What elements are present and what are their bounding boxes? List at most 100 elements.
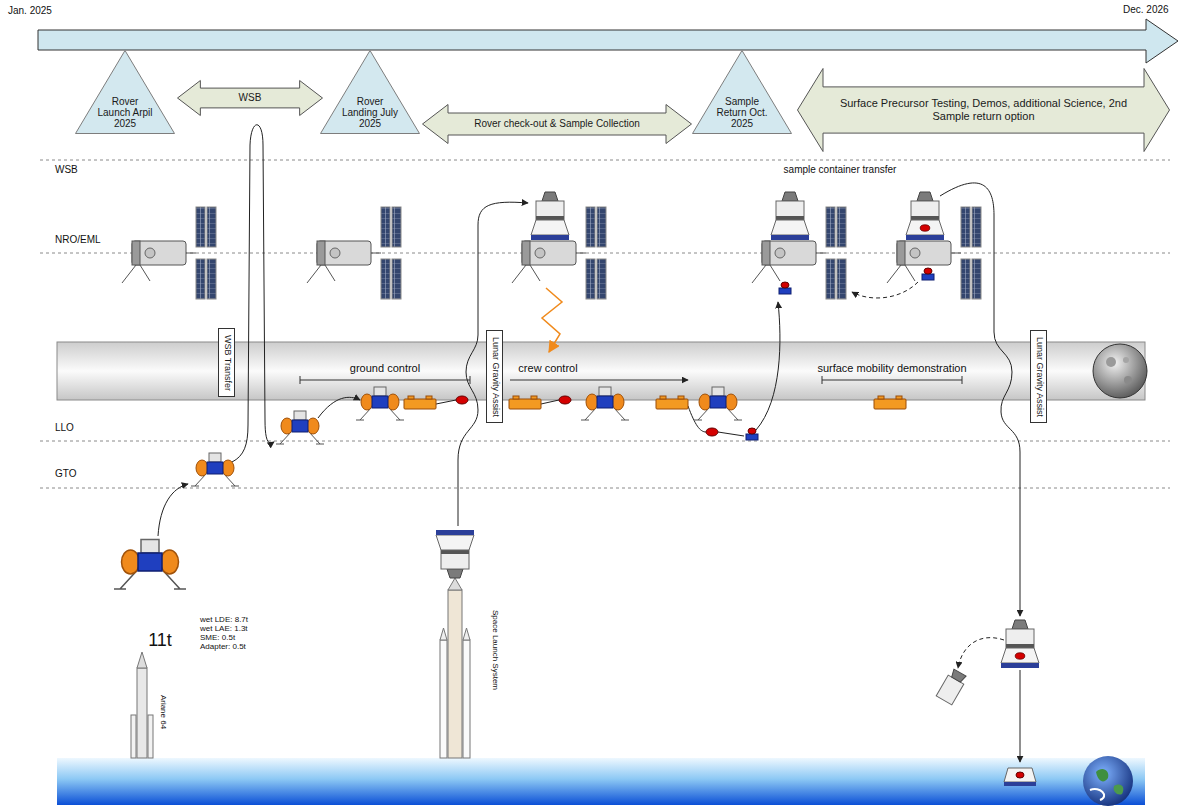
art-path	[300, 376, 470, 384]
lander	[276, 411, 324, 444]
node-text: Rover Launch Arpil 2025	[96, 96, 154, 129]
phase-arrow: Rover check-out & Sample Collection	[422, 104, 692, 144]
art-line	[40, 441, 1170, 442]
art-path	[458, 202, 528, 526]
art-path	[718, 432, 744, 436]
node-text-group: WSB Transfer	[221, 334, 232, 390]
art-path	[822, 376, 962, 384]
art-rect	[137, 668, 147, 758]
service-module	[936, 668, 968, 705]
art-line	[40, 488, 1170, 489]
capsule	[906, 192, 944, 240]
node-text: Rover Landing July 2025	[341, 96, 399, 129]
art-path	[463, 628, 470, 640]
ascent-vehicle	[779, 282, 791, 294]
double-arrow-outline	[798, 69, 1170, 152]
art-path	[1004, 768, 1036, 782]
maneuver-box: Lunar Gravity Assist	[486, 330, 503, 423]
mass-item: wet LDE: 8.7t	[200, 615, 248, 624]
node-text-group: Rover Launch Arpil 2025	[96, 96, 154, 129]
lander	[191, 453, 239, 486]
capsule	[531, 192, 569, 240]
phase-arrow: Surface Precursor Testing, Demos, additi…	[797, 68, 1170, 152]
sample	[1015, 653, 1025, 659]
timeline-bar	[38, 19, 1178, 63]
ascent-vehicle	[922, 268, 934, 280]
art-path	[958, 638, 1004, 668]
node-text-group: Rover Landing July 2025	[341, 96, 399, 129]
art-path	[448, 578, 462, 590]
art-circle	[1123, 357, 1129, 363]
node-text: Surface Precursor Testing, Demos, additi…	[826, 97, 1141, 123]
art-rect	[463, 640, 470, 758]
art-path	[510, 380, 688, 381]
art-path	[1114, 784, 1124, 794]
node-text-group: Rover check-out & Sample Collection	[451, 118, 663, 130]
node-text: Rover check-out & Sample Collection	[451, 118, 663, 130]
transfer-note: sample container transfer	[784, 164, 897, 176]
art-path	[950, 669, 966, 683]
art-path	[137, 652, 147, 668]
rover	[404, 396, 436, 409]
station	[122, 207, 216, 299]
node-text: Sample Return Oct. 2025	[713, 96, 771, 129]
orbit-label: LLO	[55, 422, 74, 434]
ascent-vehicle	[746, 428, 758, 440]
art-rect	[131, 715, 136, 758]
station	[307, 207, 401, 299]
art-path	[232, 125, 274, 462]
maneuver-box: Lunar Gravity Assist	[1030, 330, 1047, 423]
mass-item: Adapter: 0.5t	[200, 642, 246, 651]
orbit-label: WSB	[55, 164, 78, 176]
art-path	[1020, 670, 1021, 762]
capsule	[771, 192, 809, 240]
trajectories	[158, 125, 1020, 762]
orbit-lines	[40, 160, 1170, 488]
milestone-triangle: Sample Return Oct. 2025	[692, 50, 792, 134]
landed-capsule	[1004, 768, 1036, 786]
maneuver-box: WSB Transfer	[218, 328, 235, 397]
double-arrow-outline	[423, 105, 692, 144]
rover	[509, 396, 541, 409]
rover	[656, 396, 688, 409]
node-text-group: Sample Return Oct. 2025	[713, 96, 771, 129]
rocket-name: Space Launch System	[490, 610, 499, 690]
orbit-label: NRO/EML	[55, 234, 101, 246]
node-text-group: WSB	[203, 92, 296, 104]
moon-globe	[1093, 344, 1147, 398]
art-ellipse	[1016, 772, 1024, 778]
art-circle	[1083, 756, 1133, 806]
art-circle	[1124, 376, 1132, 384]
art-rect	[1004, 782, 1036, 786]
earth-globe	[1083, 756, 1133, 806]
sample	[559, 396, 571, 404]
art-path	[756, 302, 780, 430]
art-rect	[148, 715, 153, 758]
capsule	[436, 530, 474, 578]
art-path	[852, 282, 918, 298]
date-label: Dec. 2026	[1123, 4, 1169, 16]
art-line	[40, 160, 1170, 161]
triangle-outline	[321, 51, 420, 134]
milestone-triangle: Rover Landing July 2025	[320, 50, 420, 134]
capsule	[1001, 620, 1039, 668]
rover	[874, 396, 906, 409]
node-text-group: Lunar Gravity Assist	[489, 336, 500, 416]
node-text-group: Surface Precursor Testing, Demos, additi…	[826, 97, 1141, 123]
triangle-outline	[76, 51, 175, 134]
art-path	[440, 628, 447, 640]
art-circle	[1093, 344, 1147, 398]
art-rect	[440, 640, 447, 758]
mass-item: wet LAE: 1.3t	[200, 624, 248, 633]
node-text-group: Lunar Gravity Assist	[1033, 336, 1044, 416]
art-rect	[448, 590, 462, 758]
lander	[114, 540, 186, 590]
lander	[694, 387, 742, 420]
phase-note: crew control	[518, 362, 577, 375]
phase-note: ground control	[350, 362, 420, 375]
sample	[456, 396, 468, 404]
double-arrow-outline	[178, 81, 323, 116]
crew-link	[542, 288, 562, 352]
art-line	[40, 253, 1170, 254]
